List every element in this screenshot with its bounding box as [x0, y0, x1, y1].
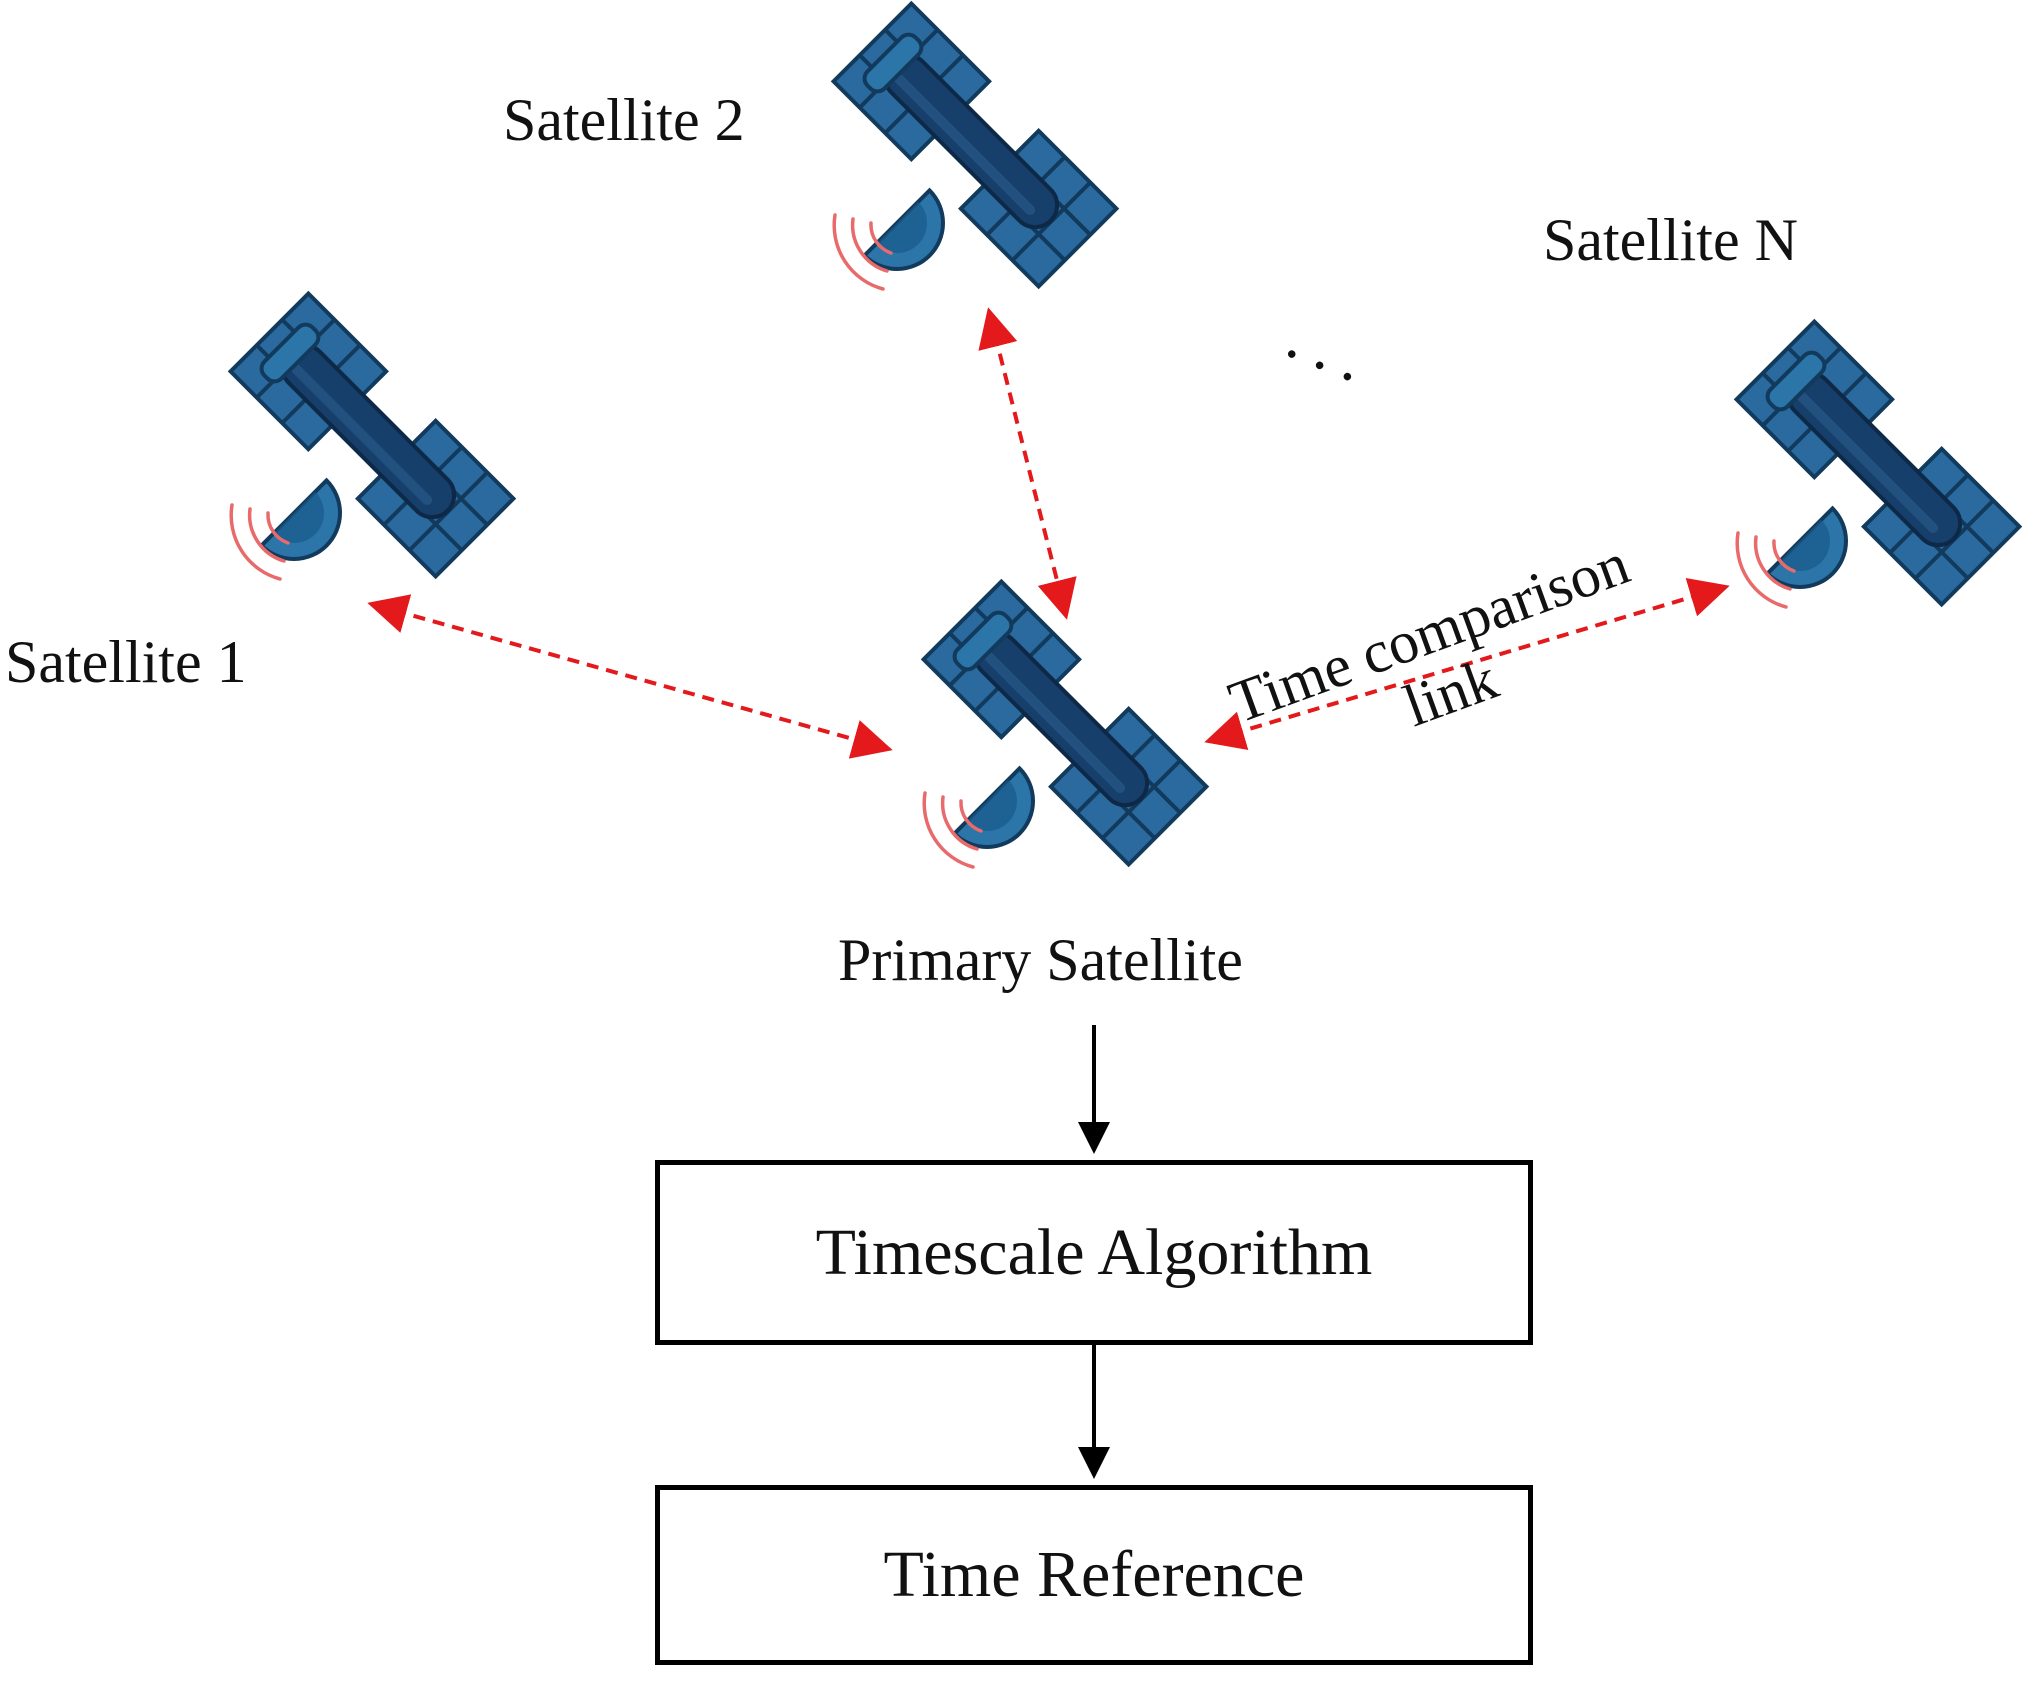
satellite-2-label: Satellite 2 [503, 87, 745, 153]
primary-satellite-label: Primary Satellite [838, 927, 1243, 993]
satellite-2-icon [831, 1, 1119, 291]
satellite-1-icon [228, 291, 516, 581]
satellite-n-icon [1734, 319, 2022, 609]
link-arrow-satellite-n [1204, 577, 1730, 751]
satellite-1-label: Satellite 1 [5, 629, 247, 695]
timescale-algorithm-text: Timescale Algorithm [815, 1215, 1373, 1289]
link-arrow-satellite-1 [367, 594, 893, 759]
timescale-algorithm-box: Timescale Algorithm [655, 1160, 1533, 1345]
primary-satellite-icon [921, 579, 1209, 869]
link-arrow-satellite-2 [978, 307, 1077, 620]
time-reference-text: Time Reference [883, 1538, 1305, 1611]
satellite-n-label: Satellite N [1543, 207, 1798, 273]
time-reference-box: Time Reference [655, 1485, 1533, 1665]
